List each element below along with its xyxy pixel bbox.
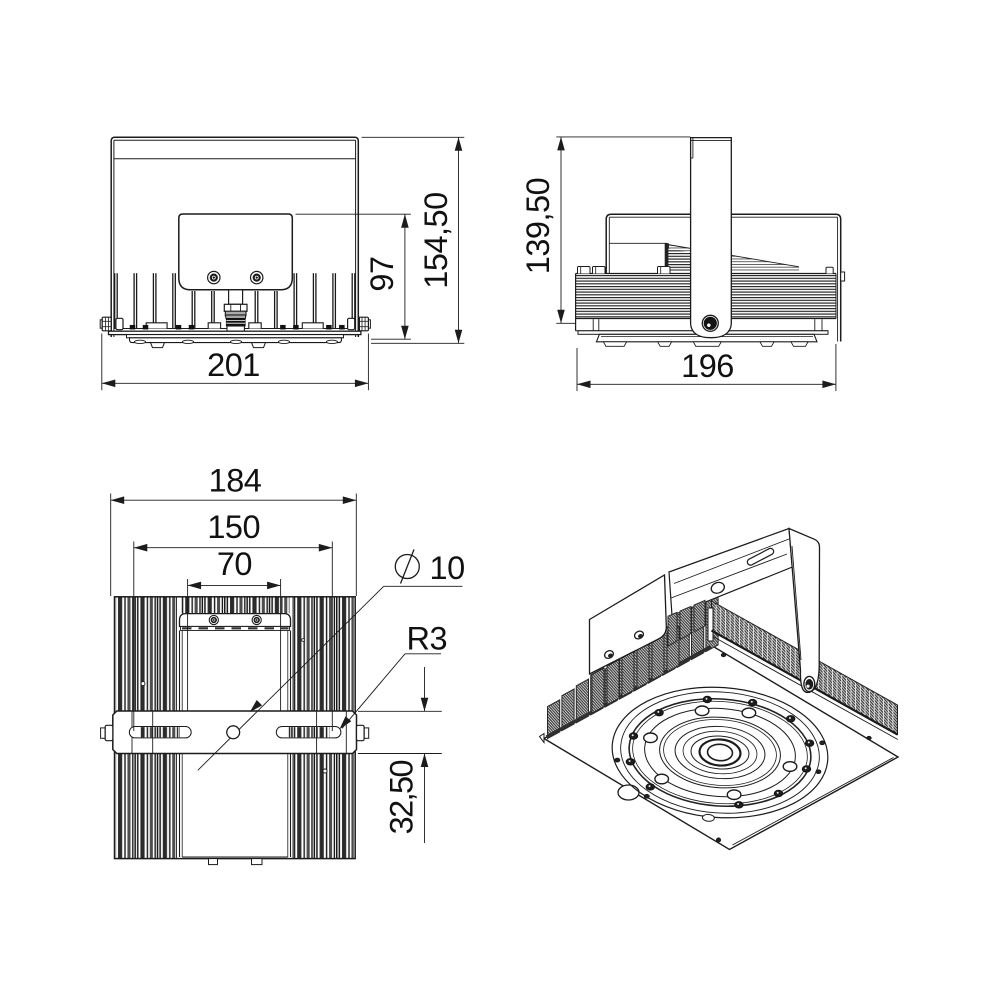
svg-text:R3: R3 bbox=[407, 621, 448, 657]
svg-text:196: 196 bbox=[681, 348, 734, 384]
svg-text:32,50: 32,50 bbox=[384, 761, 420, 835]
svg-text:150: 150 bbox=[207, 509, 260, 545]
svg-text:70: 70 bbox=[217, 546, 252, 582]
svg-text:154,50: 154,50 bbox=[418, 192, 454, 288]
svg-text:201: 201 bbox=[207, 347, 260, 383]
svg-text:139,50: 139,50 bbox=[520, 178, 556, 274]
svg-text:10: 10 bbox=[430, 550, 465, 586]
svg-text:97: 97 bbox=[364, 256, 400, 291]
svg-text:184: 184 bbox=[209, 462, 262, 498]
